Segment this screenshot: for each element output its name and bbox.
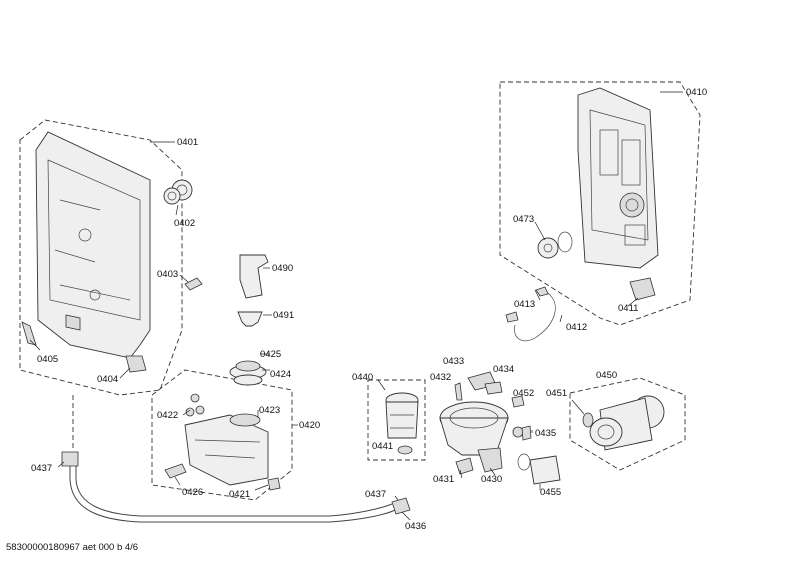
label-0473: 0473: [513, 214, 534, 225]
label-0426: 0426: [182, 487, 203, 498]
document-footer-id: 58300000180967 aet 000 b 4/6: [6, 542, 139, 553]
label-0491: 0491: [273, 310, 294, 321]
label-0402: 0402: [174, 218, 195, 229]
label-0452: 0452: [513, 388, 534, 399]
label-0420: 0420: [299, 420, 320, 431]
label-0404: 0404: [97, 374, 118, 385]
label-0431: 0431: [433, 474, 454, 485]
motor-pump-group-0450: [569, 377, 686, 471]
label-0455: 0455: [540, 487, 561, 498]
label-0432: 0432: [430, 372, 451, 383]
label-0436: 0436: [405, 521, 426, 532]
label-0433: 0433: [443, 356, 464, 367]
label-0450: 0450: [596, 370, 617, 381]
label-0413: 0413: [514, 299, 535, 310]
label-0437-right: 0437: [365, 489, 386, 500]
side-panel-group-0401: [19, 119, 203, 396]
label-0440: 0440: [352, 372, 373, 383]
label-0441: 0441: [372, 441, 393, 452]
label-0451: 0451: [546, 388, 567, 399]
parts-0490-0491: [237, 254, 272, 327]
label-0425: 0425: [260, 349, 281, 360]
filter-group-0440: [367, 379, 426, 461]
label-0421: 0421: [229, 489, 250, 500]
label-0490: 0490: [272, 263, 293, 274]
part-labels: 0401 0402 0403 0404 0405 0410 0473 0413 …: [31, 87, 707, 532]
label-0412: 0412: [566, 322, 587, 333]
label-0411: 0411: [618, 303, 638, 314]
label-0423: 0423: [259, 405, 280, 416]
label-0422: 0422: [157, 410, 178, 421]
rear-panel-group-0410: [499, 81, 701, 342]
pump-housing-0430: [439, 371, 509, 479]
parts-0435-0452-0455: [511, 395, 561, 490]
drain-hose-0436-0437: [57, 395, 411, 523]
label-0405: 0405: [37, 354, 58, 365]
label-0424: 0424: [270, 369, 291, 380]
sump-group-0420: [151, 353, 298, 501]
label-0435: 0435: [535, 428, 556, 439]
label-0434: 0434: [493, 364, 514, 375]
label-0401: 0401: [177, 137, 198, 148]
label-0430: 0430: [481, 474, 502, 485]
label-0410: 0410: [686, 87, 707, 98]
label-0403: 0403: [157, 269, 178, 280]
label-0437-left: 0437: [31, 463, 52, 474]
